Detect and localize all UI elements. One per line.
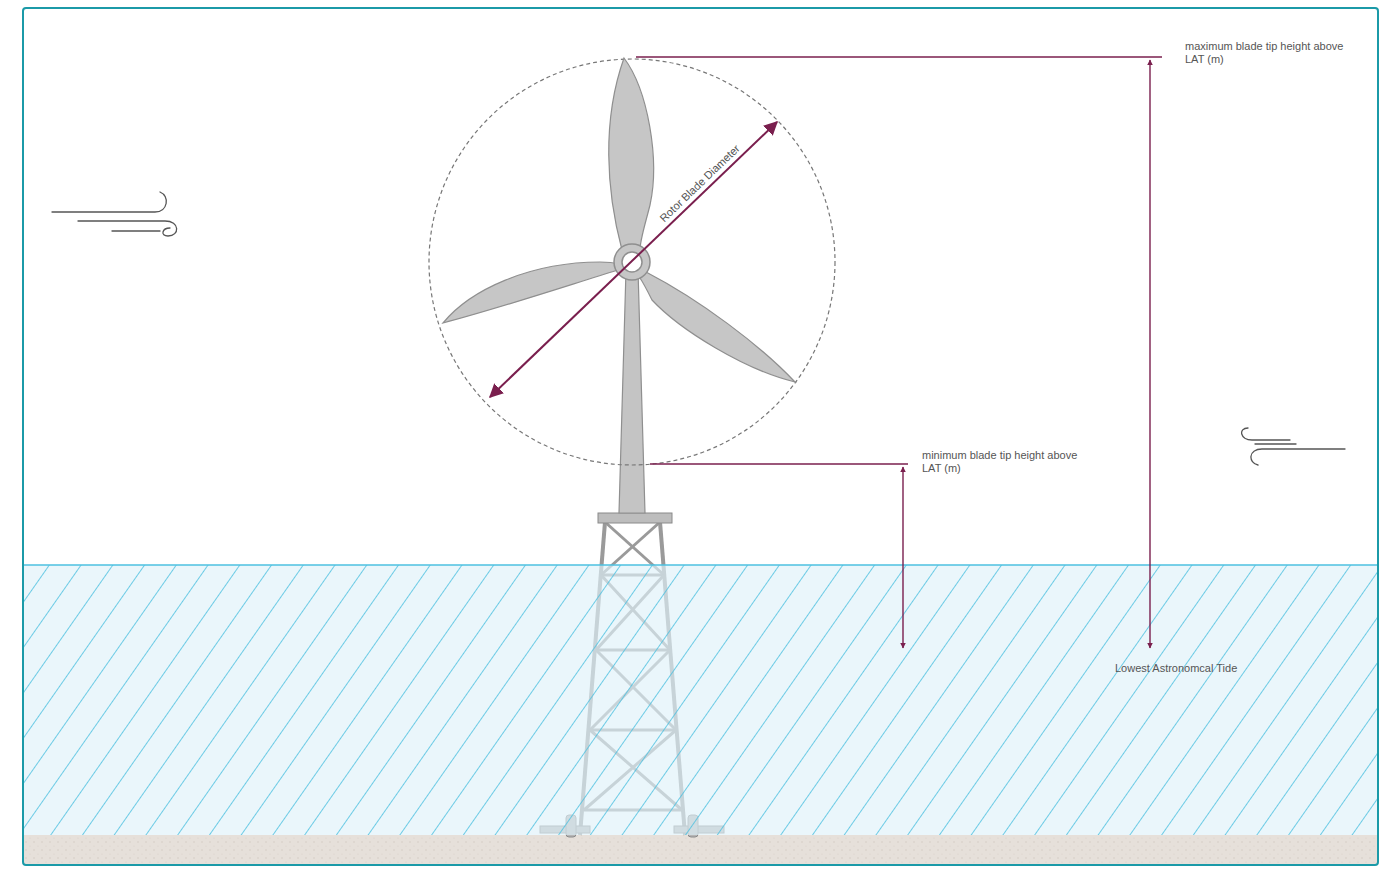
reference-label: Lowest Astronomcal Tide xyxy=(1115,662,1285,675)
dimension-label: Rotor Blade Diameter xyxy=(657,142,742,225)
dimension-label: maximum blade tip height above LAT (m) xyxy=(1185,40,1345,66)
dimension-label: minimum blade tip height above LAT (m) xyxy=(922,449,1082,475)
